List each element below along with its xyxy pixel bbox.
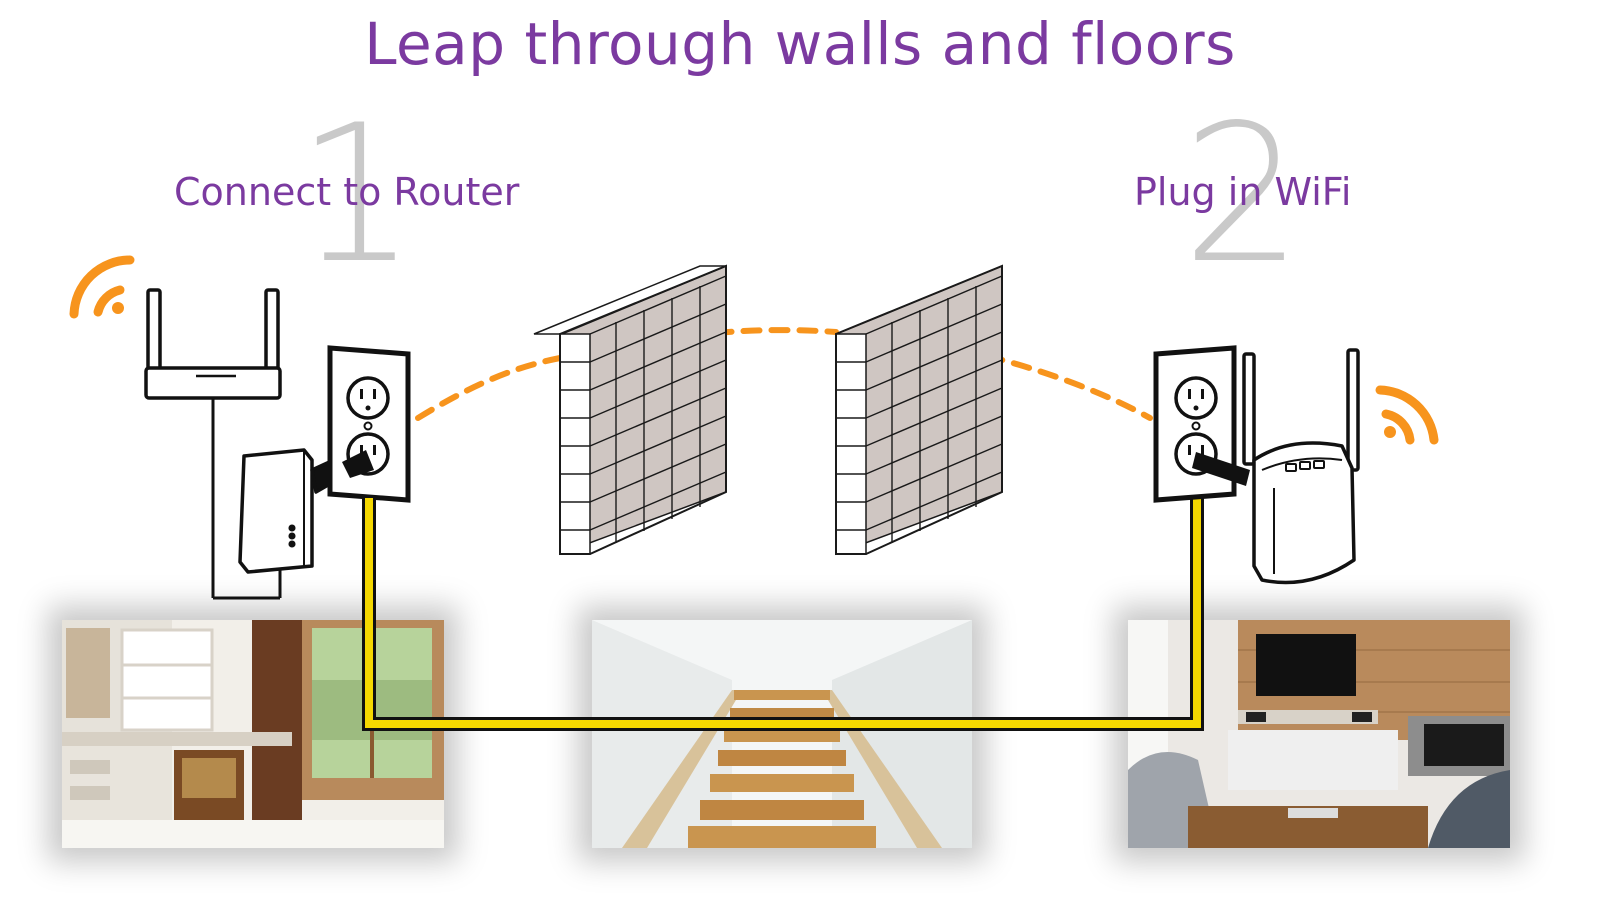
power-outlet-icon	[1153, 345, 1250, 503]
router-icon	[144, 288, 282, 600]
wifi-signal-dot	[112, 302, 124, 314]
step-1-number: 1	[296, 84, 417, 305]
step-1-label: Connect to Router	[174, 170, 520, 214]
power-outlet-icon	[327, 345, 411, 503]
wifi-signal-dot	[1384, 426, 1396, 438]
step-2-number: 2	[1182, 84, 1303, 305]
wifi-extender-icon	[1242, 348, 1360, 585]
brick-wall-icon	[835, 264, 1003, 556]
brick-wall-icon	[533, 264, 727, 556]
signal-arc	[415, 327, 1153, 421]
diagram-title: Leap through walls and floors	[364, 10, 1236, 78]
wifi-signal-icon	[69, 255, 135, 319]
step-2-label: Plug in WiFi	[1134, 170, 1352, 214]
powerline-cable	[362, 498, 1204, 731]
wifi-signal-icon	[1375, 385, 1439, 445]
